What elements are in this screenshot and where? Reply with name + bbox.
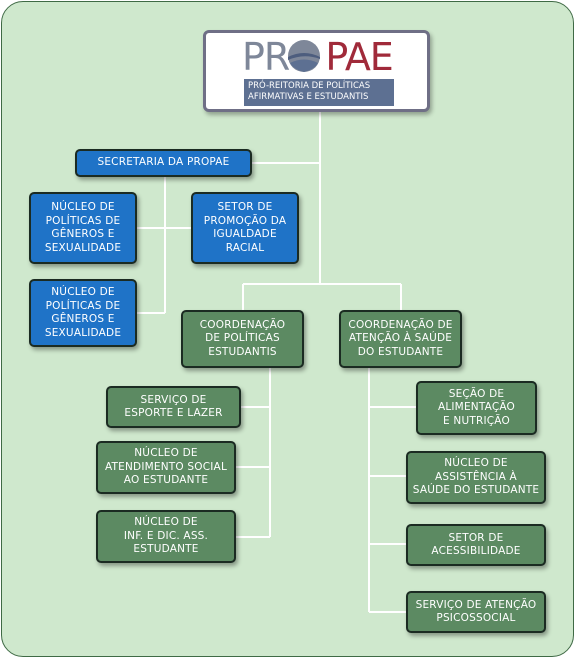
propae-logo-wordmark: PROPAE [242, 35, 394, 79]
logo-text-pae: PAE [325, 35, 393, 79]
node-setor-acessibilidade: SETOR DE ACESSIBILIDADE [406, 524, 546, 566]
node-nucleo-inf: NÚCLEO DE INF. E DIC. ASS. ESTUDANTE [96, 510, 236, 563]
node-nucleo-generos-2: NÚCLEO DE POLÍTICAS DE GÊNEROS E SEXUALI… [29, 279, 137, 347]
node-setor-igualdade: SETOR DE PROMOÇÃO DA IGUALDADE RACIAL [191, 192, 299, 264]
node-secretaria: SECRETARIA DA PROPAE [75, 149, 252, 177]
propae-logo-box: PROPAE PRÓ-REITORIA DE POLÍTICAS AFIRMAT… [203, 30, 430, 112]
node-coord-politicas: COORDENAÇÃO DE POLÍTICAS ESTUDANTIS [181, 310, 304, 368]
node-servico-esporte: SERVIÇO DE ESPORTE E LAZER [106, 386, 241, 428]
logo-subtitle-bar: PRÓ-REITORIA DE POLÍTICAS AFIRMATIVAS E … [244, 79, 394, 106]
logo-text-pr: PR [242, 35, 290, 79]
logo-globe-icon [288, 40, 320, 72]
node-nucleo-assistencia: NÚCLEO DE ASSISTÊNCIA À SAÚDE DO ESTUDAN… [406, 451, 546, 504]
node-coord-saude: COORDENAÇÃO DE ATENÇÃO À SAÚDE DO ESTUDA… [339, 310, 462, 368]
node-nucleo-generos-1: NÚCLEO DE POLÍTICAS DE GÊNEROS E SEXUALI… [29, 192, 137, 264]
node-servico-psicossocial: SERVIÇO DE ATENÇÃO PSICOSSOCIAL [406, 591, 546, 633]
node-nucleo-atendimento: NÚCLEO DE ATENDIMENTO SOCIAL AO ESTUDANT… [96, 441, 236, 494]
node-secao-alimentacao: SEÇÃO DE ALIMENTAÇÃO E NUTRIÇÃO [416, 381, 537, 435]
